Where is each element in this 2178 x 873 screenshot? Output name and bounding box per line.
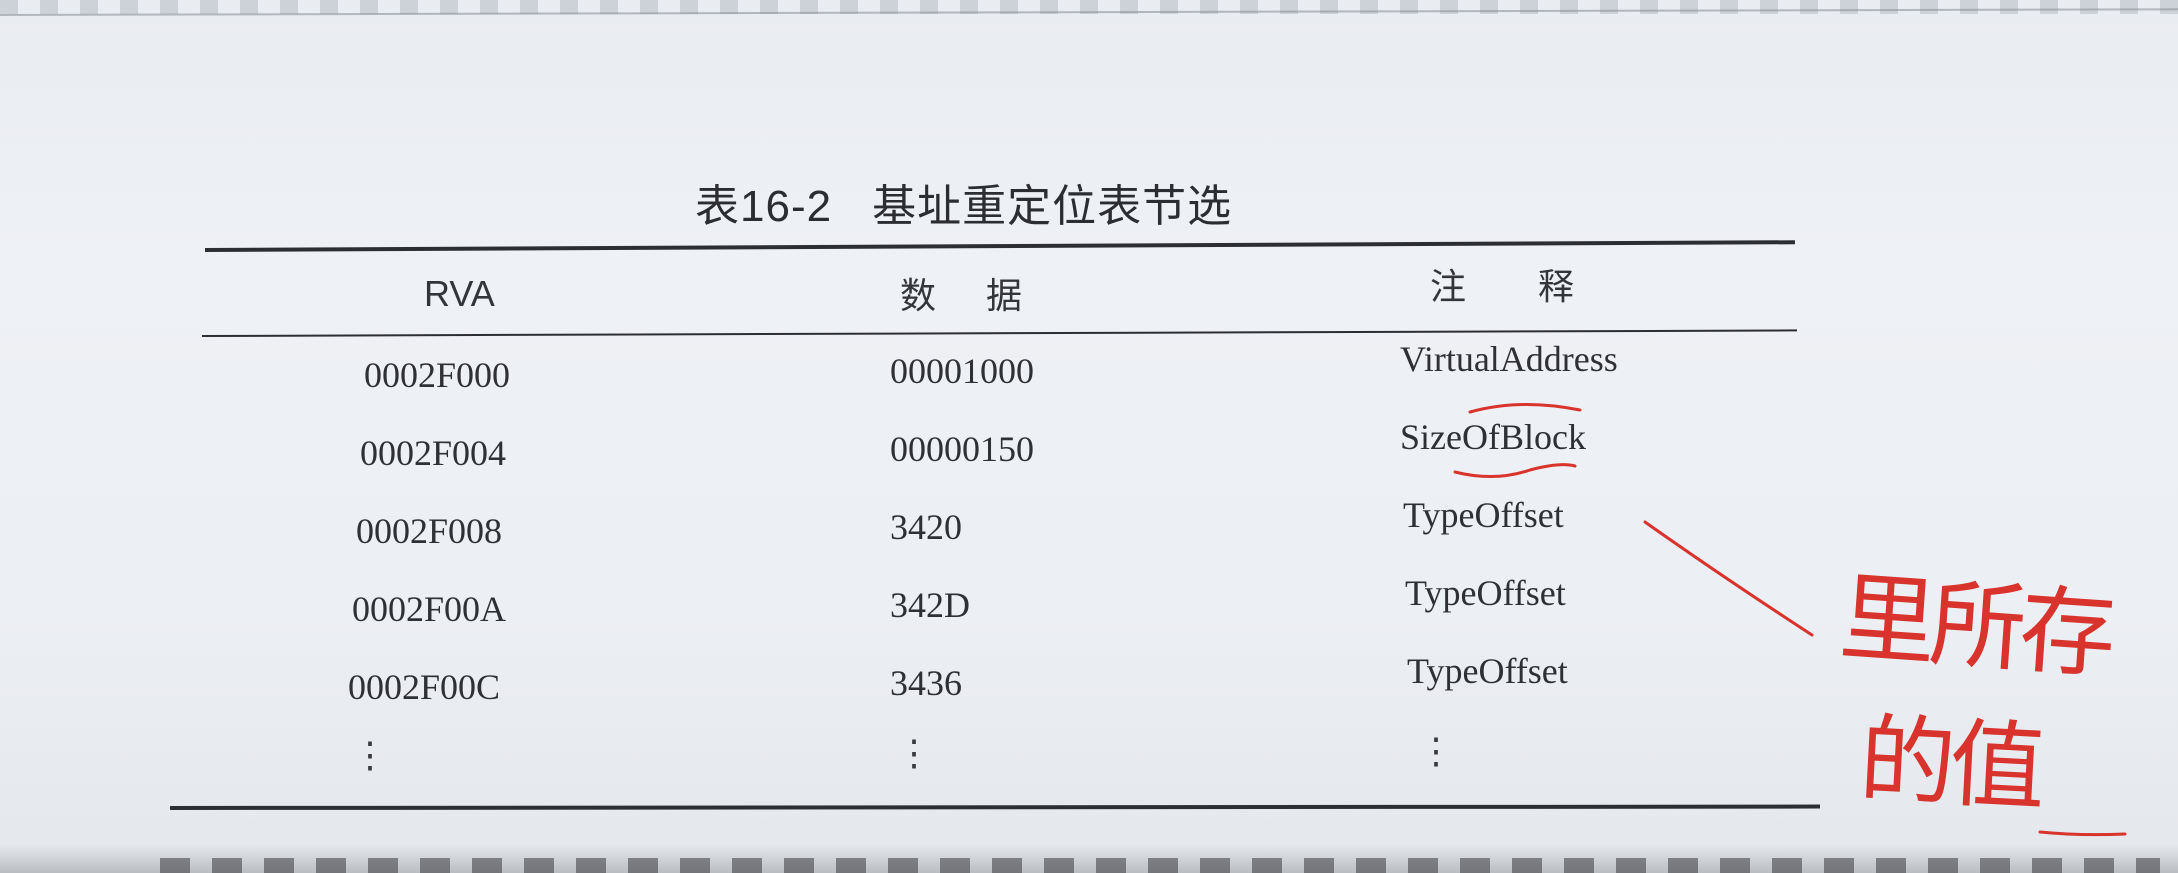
cell-rva: 0002F00C: [348, 667, 501, 707]
table-caption-number: 表16-2: [695, 182, 833, 231]
cell-data: 00001000: [890, 351, 1034, 391]
table-row: 0002F000 00001000 VirtualAddress: [0, 339, 2178, 410]
cell-data: 3420: [890, 507, 962, 547]
header-data: 数据: [900, 275, 1073, 316]
cell-note: SizeOfBlock: [1400, 417, 1586, 457]
table-caption: 表16-2 基址重定位表节选: [695, 170, 1232, 234]
cell-note: TypeOffset: [1403, 495, 1564, 535]
cell-rva: 0002F00A: [352, 589, 507, 629]
table-row: 0002F00C 3436 TypeOffset: [0, 651, 2178, 722]
table-row: 0002F004 00000150 SizeOfBlock: [0, 417, 2178, 488]
handwritten-tail-stroke: [2038, 830, 2127, 837]
table-row-continuation: ⋮ ⋮ ⋮: [0, 731, 2178, 805]
ellipsis-data: ⋮: [896, 733, 932, 773]
table-top-rule: [204, 240, 1795, 252]
cell-note: TypeOffset: [1407, 651, 1568, 691]
table-caption-title: 基址重定位表节选: [872, 182, 1233, 231]
cell-note: VirtualAddress: [1400, 339, 1618, 379]
next-text-strip: [160, 858, 2160, 873]
cell-rva: 0002F008: [356, 511, 503, 551]
cell-note: TypeOffset: [1405, 573, 1566, 613]
table-header-rule: [201, 329, 1797, 337]
ellipsis-note: ⋮: [1418, 731, 1454, 771]
table-row: 0002F00A 342D TypeOffset: [0, 573, 2178, 644]
cell-data: 342D: [890, 585, 970, 625]
table-row: 0002F008 3420 TypeOffset: [0, 495, 2178, 566]
cell-rva: 0002F004: [360, 433, 507, 473]
cell-rva: 0002F000: [364, 355, 511, 395]
cell-data: 00000150: [890, 429, 1034, 469]
table-bottom-rule: [169, 804, 1821, 810]
header-note: 注释: [1430, 266, 1647, 307]
ellipsis-rva: ⋮: [352, 735, 388, 775]
cell-data: 3436: [890, 663, 962, 703]
header-rva: RVA: [424, 273, 495, 314]
